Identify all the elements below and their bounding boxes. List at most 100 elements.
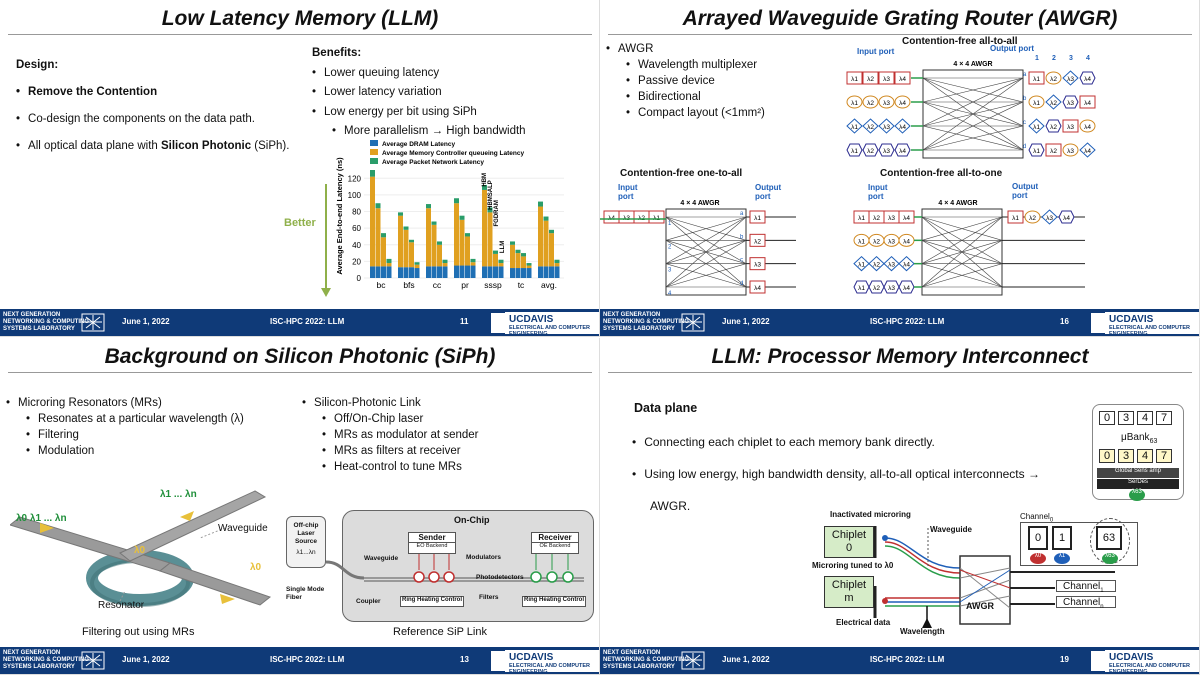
lambda-token: λ1 <box>749 210 766 224</box>
page-number: 11 <box>460 317 469 326</box>
svg-text:λ3: λ3 <box>883 148 890 155</box>
bar-segment <box>426 208 431 267</box>
lambda-token: λ3 <box>1062 95 1079 109</box>
channel0-label: Channel0 <box>1020 512 1054 524</box>
awgr-one-to-all-graphic: 4 × 4 AWGRλ4λ3λ2λ1λ11aλ22bλ33cλ44d <box>600 200 796 297</box>
lambda-token: λ2 <box>862 118 879 134</box>
lambda-token: λ1 <box>1007 210 1024 224</box>
svg-text:λ3: λ3 <box>888 238 895 245</box>
svg-text:λ3: λ3 <box>883 124 890 131</box>
lambda-token: λ4 <box>898 255 915 272</box>
lambda-token: λ3 <box>883 210 900 224</box>
port-number: 2 <box>1052 55 1056 62</box>
lambda-token: λ2 <box>862 71 879 85</box>
lambda-token: λ2 <box>1045 94 1062 110</box>
bar-segment <box>549 229 554 234</box>
awgr-path <box>665 216 747 241</box>
bar-segment <box>381 237 386 267</box>
benefit-item: Lower latency variation <box>312 83 597 103</box>
bar-segment <box>498 259 504 264</box>
slide-siph[interactable]: Background on Silicon Photonic (SiPh) Mi… <box>0 338 600 675</box>
lambda-token: λ3 <box>878 71 895 85</box>
filters-label: Filters <box>479 594 499 601</box>
serdes-block: SerDes <box>1097 479 1179 489</box>
awgr-path <box>665 263 747 288</box>
uc-seal-icon <box>1091 651 1105 671</box>
lambda-token: λ2 <box>868 255 885 272</box>
lambda-token: λ2 <box>862 95 879 109</box>
lambda-token: λ3 <box>878 118 895 134</box>
awgr-label: 4 × 4 AWGR <box>680 200 719 207</box>
electrical-label: Electrical data <box>836 618 891 627</box>
awgr-subbullet: Passive device <box>606 73 836 89</box>
page-number: 13 <box>460 655 469 664</box>
svg-text:λ2: λ2 <box>1029 215 1036 222</box>
lambda-token: λ3 <box>883 280 900 294</box>
lambda-token: λ3 <box>1062 119 1079 133</box>
link-subbullet: Off/On-Chip laser <box>302 411 592 427</box>
benefit-item: Lower queuing latency <box>312 64 597 84</box>
port-number: 1 <box>1035 55 1039 62</box>
benefits-heading: Benefits: <box>312 47 362 59</box>
bar-segment <box>426 204 431 209</box>
svg-text:λ2: λ2 <box>873 285 880 292</box>
svg-text:λ2: λ2 <box>1050 148 1057 155</box>
footer-conference: ISC-HPC 2022: LLM <box>870 655 945 664</box>
lambda-token: λ4 <box>894 118 911 134</box>
uc-seal-icon <box>491 651 505 671</box>
mr-main-bullet: Microring Resonators (MRs) <box>6 395 296 411</box>
slide-interconnect[interactable]: LLM: Processor Memory Interconnect Data … <box>600 338 1200 675</box>
lambda-token: λ1 <box>846 143 863 157</box>
lambda0-badge: λ0 <box>1030 553 1046 564</box>
better-label: Better <box>284 217 316 229</box>
lambda-token: λ2 <box>1045 71 1062 85</box>
svg-text:λ2: λ2 <box>867 124 874 131</box>
ubank-label: μBank63 <box>1121 432 1158 445</box>
bar-segment <box>403 229 409 268</box>
awgr-subbullet: Bidirectional <box>606 89 836 105</box>
bar-segment <box>370 176 375 267</box>
resonator-label: Resonator <box>98 600 145 611</box>
bar-segment <box>437 266 442 278</box>
lambda-token: λ3 <box>1062 143 1079 157</box>
y-tick-label: 60 <box>352 224 361 233</box>
svg-text:λ2: λ2 <box>867 100 874 107</box>
awgr-label: 4 × 4 AWGR <box>938 200 977 207</box>
svg-text:λ3: λ3 <box>1067 100 1074 107</box>
svg-text:λ4: λ4 <box>1084 100 1091 107</box>
svg-text:λ4: λ4 <box>1063 215 1070 222</box>
x-tick-label: sssp <box>484 280 502 290</box>
slide-awgr[interactable]: Arrayed Waveguide Grating Router (AWGR) … <box>600 0 1200 337</box>
port-letter: d <box>1023 144 1026 150</box>
bar-segment <box>470 265 476 278</box>
bar-segment <box>398 212 403 216</box>
design-list: Design: Remove the Contention Co-design … <box>16 52 306 160</box>
arrow-icon <box>40 523 54 533</box>
lambda-token: λ2 <box>862 143 879 157</box>
x-tick-label: cc <box>433 280 442 290</box>
svg-text:λ1: λ1 <box>858 238 865 245</box>
page-number: 19 <box>1060 655 1069 664</box>
bar-segment <box>381 266 386 278</box>
svg-text:λ3: λ3 <box>888 285 895 292</box>
global-sense-amp: Global Sens amp <box>1097 468 1179 478</box>
lambda-range-in: λ0 λ1 ... λn <box>16 513 67 524</box>
bar-segment <box>487 207 493 213</box>
bar-segment <box>554 266 560 278</box>
port-number: 3 <box>668 268 672 274</box>
slide-llm[interactable]: Low Latency Memory (LLM) Design: Remove … <box>0 0 600 337</box>
data-plane-bullets: Connecting each chiplet to each memory b… <box>632 434 1082 514</box>
svg-text:λ1: λ1 <box>1033 124 1040 131</box>
bar-segment <box>526 265 532 269</box>
bar-segment <box>482 266 487 278</box>
bank-1: 1 <box>1052 526 1072 550</box>
benefits-list: Benefits: Lower queuing latency Lower la… <box>312 44 597 142</box>
bar-annotation: LLM <box>500 241 506 253</box>
lambda-token: λ4 <box>898 280 915 294</box>
bar-segment <box>515 249 521 254</box>
uc-seal-icon <box>1091 313 1105 333</box>
lambda-token: λ1 <box>853 255 870 272</box>
